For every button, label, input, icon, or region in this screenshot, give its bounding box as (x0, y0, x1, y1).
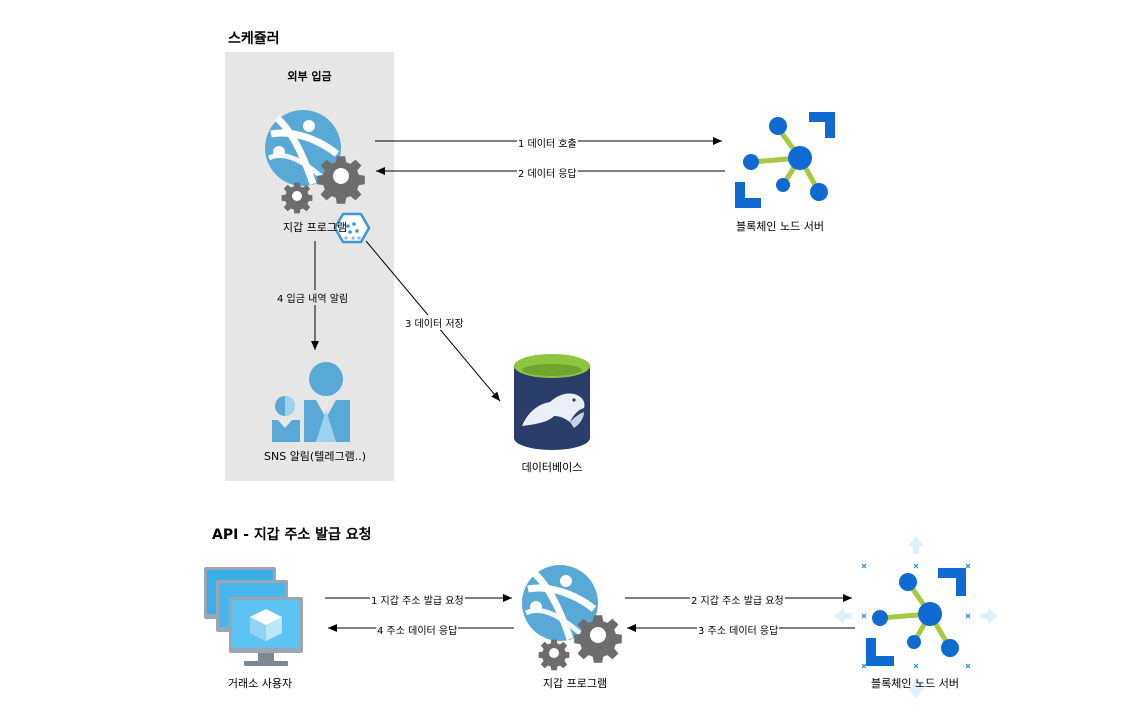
blockchain-node-label: 블록체인 노드 서버 (736, 220, 824, 233)
api-title: API - 지갑 주소 발급 요청 (212, 527, 372, 543)
edge-save-label: 3 데이터 저장 (404, 315, 465, 330)
edge-res4-label: 4 주소 데이터 응답 (376, 622, 459, 637)
edge-req2-label: 2 지갑 주소 발급 요청 (690, 592, 785, 607)
edge-call-label: 1 데이터 호출 (517, 135, 578, 150)
external-deposit-group-label: 외부 입금 (287, 70, 332, 83)
edge-notify-label: 4 입금 내역 알림 (276, 290, 350, 305)
blockchain-node-icon (735, 112, 835, 208)
sns-alert-label: SNS 알림(텔레그램..) (264, 450, 366, 463)
wallet-program-label: 지갑 프로그램 (282, 221, 348, 234)
database-icon (514, 354, 590, 450)
blockchain-node-icon-api (834, 536, 998, 698)
wallet-program-label-api: 지갑 프로그램 (542, 677, 608, 690)
edge-req1-label: 1 지갑 주소 발급 요청 (370, 592, 465, 607)
wallet-program-icon-api (522, 565, 622, 671)
database-label: 데이터베이스 (521, 461, 583, 474)
exchange-user-icon (204, 567, 303, 666)
edge-response-label: 2 데이터 응답 (517, 165, 578, 180)
storage-hex-icon (333, 212, 371, 244)
blockchain-node-label-api: 블록체인 노드 서버 (871, 677, 959, 690)
scheduler-title: 스케쥴러 (228, 31, 280, 47)
exchange-user-label: 거래소 사용자 (227, 677, 293, 690)
wallet-program-icon (265, 110, 365, 214)
sns-alert-icon (272, 362, 350, 442)
edge-res3-label: 3 주소 데이터 응답 (697, 622, 780, 637)
